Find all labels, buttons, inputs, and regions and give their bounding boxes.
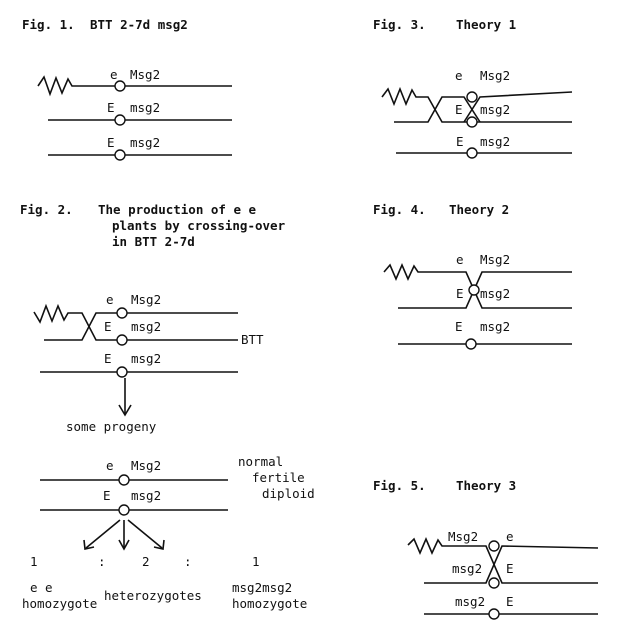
fig2-p1-gene-right: Msg2 — [131, 458, 161, 473]
fig2-normal-label: normal — [238, 454, 283, 469]
fig3-chr2-gene-right: msg2 — [480, 102, 510, 117]
fig2-chr3-gene-right: msg2 — [131, 351, 161, 366]
fig3-chromosome-2-crossover-b — [463, 91, 573, 123]
fig1: Fig. 1. BTT 2-7d msg2 e Msg2 E msg2 E ms… — [22, 17, 232, 161]
fig2-p2-gene-left: E — [103, 488, 111, 503]
fig4: Fig. 4. Theory 2 e Msg2 E msg2 E msg2 — [373, 202, 572, 350]
fig2-chr1-gene-right: Msg2 — [131, 292, 161, 307]
fig2-diploid-label: diploid — [262, 486, 315, 501]
fig2-progeny-arrowhead — [118, 404, 132, 417]
fig5-chr1-gene-right: e — [506, 529, 514, 544]
fig5-chromosome-2-crossover — [424, 545, 599, 584]
fig2-colon-2: : — [184, 554, 192, 569]
fig2-p1-gene-left: e — [106, 458, 114, 473]
fig2-ratio-2: 2 — [142, 554, 150, 569]
fig4-label: Fig. 4. — [373, 202, 426, 217]
fig5-centromere-2 — [488, 577, 500, 589]
fig2-chr3-gene-left: E — [104, 351, 112, 366]
fig2-ratio-3: 1 — [252, 554, 260, 569]
fig4-chr2-gene-left: E — [456, 286, 464, 301]
fig5-chr2-gene-right: E — [506, 561, 514, 576]
fig3-centromere-2 — [466, 116, 478, 128]
fig2-centromere-1 — [116, 307, 128, 319]
fig2-ee-label: e e — [30, 580, 53, 595]
fig2-progeny-centromere-1 — [118, 474, 130, 486]
fig1-chr1-gene-left: e — [110, 67, 118, 82]
fig3-chr2-gene-left: E — [455, 102, 463, 117]
fig5-chr3-gene-right: E — [506, 594, 514, 609]
fig2-msg2msg2-label: msg2msg2 — [232, 580, 292, 595]
fig2-label: Fig. 2. — [20, 202, 73, 217]
fig1-centromere-3 — [114, 149, 126, 161]
fig4-centromere-3 — [465, 338, 477, 350]
fig4-centromere-crossover — [468, 284, 480, 296]
fig3-chr3-gene-left: E — [456, 134, 464, 149]
fig5-title: Theory 3 — [456, 478, 516, 493]
fig3-chr1-gene-left: e — [455, 68, 463, 83]
fig2-chromosome-2-crossover — [44, 312, 238, 341]
fig2: Fig. 2. The production of e e plants by … — [20, 202, 315, 611]
fig1-label: Fig. 1. — [22, 17, 75, 32]
fig4-chr1-gene-left: e — [456, 252, 464, 267]
fig1-chromosome-1 — [37, 75, 232, 97]
fig2-btt-label: BTT — [241, 332, 264, 347]
fig2-arrow-left — [85, 519, 121, 549]
fig5-chr2-gene-left: msg2 — [452, 561, 482, 576]
fig2-chr2-gene-right: msg2 — [131, 319, 161, 334]
fig2-fertile-label: fertile — [252, 470, 305, 485]
fig3-centromere-1 — [466, 91, 478, 103]
fig1-centromere-2 — [114, 114, 126, 126]
fig2-homozygote-2: homozygote — [232, 596, 307, 611]
fig5-chr1-gene-left: Msg2 — [448, 529, 478, 544]
fig1-chr1-gene-right: Msg2 — [130, 67, 160, 82]
fig2-title-line2: plants by crossing-over — [112, 218, 286, 233]
fig4-chr2-gene-right: msg2 — [480, 286, 510, 301]
fig3-chromosome-2-crossover-a — [394, 96, 481, 123]
fig3-chr1-gene-right: Msg2 — [480, 68, 510, 83]
fig2-chr2-gene-left: E — [104, 319, 112, 334]
fig1-title: BTT 2-7d msg2 — [90, 17, 188, 32]
fig2-colon-1: : — [98, 554, 106, 569]
fig2-arrow-right — [127, 519, 163, 549]
fig2-arrowhead-middle — [118, 539, 130, 551]
fig2-ratio-1: 1 — [30, 554, 38, 569]
fig1-chr2-gene-left: E — [107, 100, 115, 115]
fig1-chr3-gene-left: E — [107, 135, 115, 150]
fig2-arrowhead-left — [83, 539, 95, 550]
fig2-chr1-gene-left: e — [106, 292, 114, 307]
fig2-title-line3: in BTT 2-7d — [112, 234, 195, 249]
fig4-chr3-gene-right: msg2 — [480, 319, 510, 334]
fig3-label: Fig. 3. — [373, 17, 426, 32]
fig3-centromere-3 — [466, 147, 478, 159]
fig5-centromere-3 — [488, 608, 500, 620]
fig2-title-line1: The production of e e — [98, 202, 257, 217]
fig5-centromere-1 — [488, 540, 500, 552]
fig5: Fig. 5. Theory 3 Msg2 e msg2 E msg2 E — [373, 478, 599, 620]
fig2-progeny-centromere-2 — [118, 504, 130, 516]
fig2-homozygote-1: homozygote — [22, 596, 97, 611]
fig2-p2-gene-right: msg2 — [131, 488, 161, 503]
fig4-title: Theory 2 — [449, 202, 509, 217]
fig2-centromere-3 — [116, 366, 128, 378]
fig2-heterozygotes: heterozygotes — [104, 588, 202, 603]
fig2-progeny-label: some progeny — [66, 419, 157, 434]
fig3-chr3-gene-right: msg2 — [480, 134, 510, 149]
fig1-chr2-gene-right: msg2 — [130, 100, 160, 115]
fig1-chr3-gene-right: msg2 — [130, 135, 160, 150]
fig5-label: Fig. 5. — [373, 478, 426, 493]
fig5-chr3-gene-left: msg2 — [455, 594, 485, 609]
fig4-chr3-gene-left: E — [455, 319, 463, 334]
fig2-arrowhead-right — [153, 539, 165, 550]
fig1-centromere-1 — [114, 80, 126, 92]
fig3-title: Theory 1 — [456, 17, 516, 32]
fig3: Fig. 3. Theory 1 e Msg2 E msg2 E msg2 — [373, 17, 573, 159]
fig2-centromere-2 — [116, 334, 128, 346]
fig4-chr1-gene-right: Msg2 — [480, 252, 510, 267]
